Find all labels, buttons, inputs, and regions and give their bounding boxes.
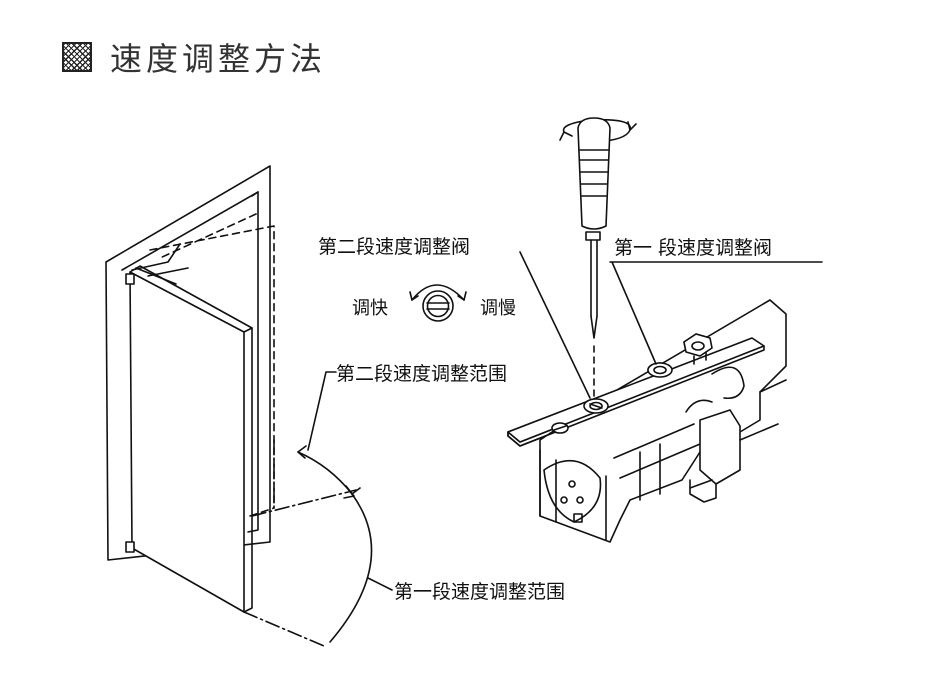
- door-frame-inner: [121, 191, 259, 533]
- arc-arrow-mid: [343, 485, 355, 499]
- page-header: 速度调整方法: [62, 34, 326, 80]
- door-leaf-edge: [243, 327, 253, 613]
- screwdriver-icon: [559, 117, 637, 405]
- label-range-second: 第二段速度调整范围: [336, 363, 507, 385]
- label-adjust-fast: 调快: [352, 298, 388, 319]
- swing-centerline-bottom: [243, 611, 325, 647]
- hinge-top: [125, 273, 135, 285]
- leader-valve-first: [609, 261, 823, 365]
- first-range-arc: [329, 493, 373, 643]
- rotate-arrow-icon: [411, 284, 465, 301]
- label-valve-first: 第一 段速度调整阀: [614, 237, 772, 259]
- label-adjust-slow: 调慢: [480, 298, 516, 319]
- hatched-square-icon: [62, 42, 92, 72]
- leader-range-second: [307, 371, 337, 451]
- label-valve-second: 第二段速度调整阀: [318, 236, 470, 258]
- arc-arrow-start: [297, 445, 307, 459]
- second-range-arc: [297, 451, 353, 495]
- door-illustration: [105, 165, 393, 647]
- swing-centerline: [251, 489, 357, 517]
- label-range-first: 第一段速度调整范围: [394, 581, 565, 603]
- closer-housing: [539, 299, 787, 543]
- closer-arm: [131, 243, 189, 285]
- screwdriver-shaft: [590, 239, 598, 317]
- hinge-bottom: [125, 541, 135, 553]
- door-leaf: [129, 271, 245, 613]
- page-title: 速度调整方法: [110, 40, 327, 78]
- leader-valve-second: [519, 251, 591, 399]
- valve-callout: [409, 284, 467, 322]
- leader-lines: [519, 251, 823, 399]
- leader-range-first: [367, 577, 393, 591]
- screwdriver-handle: [577, 117, 611, 230]
- door-closer-body: [507, 299, 787, 543]
